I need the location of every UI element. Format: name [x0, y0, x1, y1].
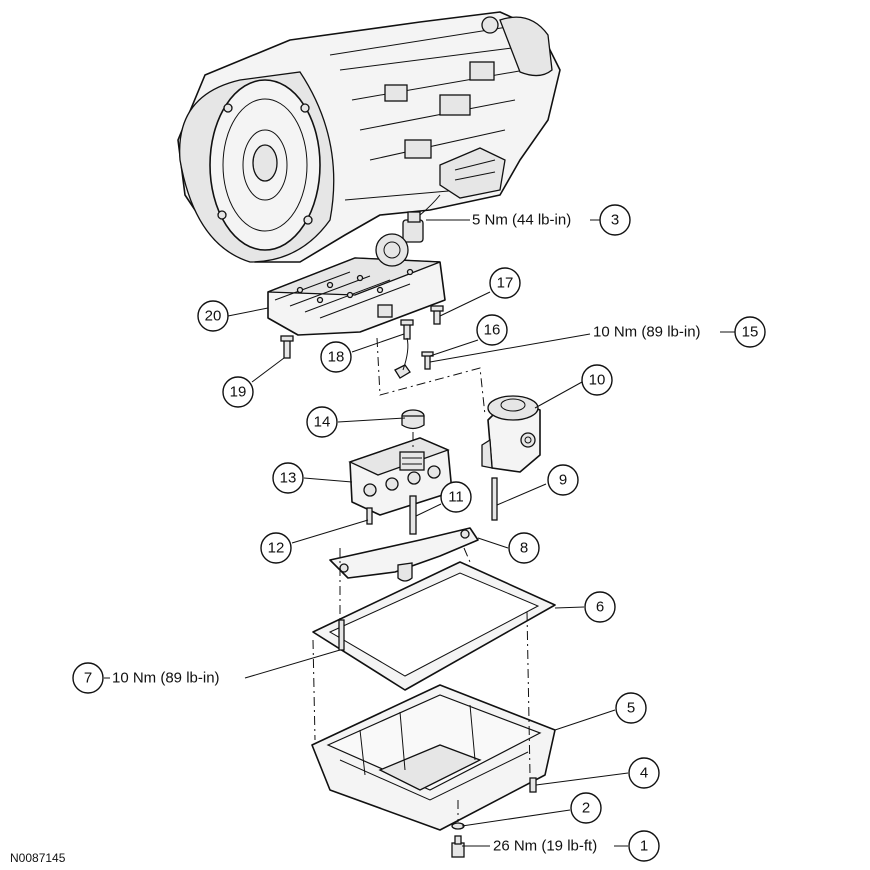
- solenoid-body-13: [348, 437, 453, 516]
- callout-number: 20: [205, 308, 222, 325]
- callout-18: 18: [320, 341, 352, 373]
- callout-number: 12: [268, 540, 285, 557]
- torque-spec-1: 26 Nm (19 lb-ft): [493, 838, 597, 855]
- callout-number: 17: [497, 275, 514, 292]
- callout-number: 10: [589, 372, 606, 389]
- bolt-16: [421, 351, 434, 370]
- torque-spec-15: 10 Nm (89 lb-in): [593, 324, 701, 341]
- callout-20: 20: [197, 300, 229, 332]
- callout-number: 11: [448, 489, 464, 506]
- filter-8: [329, 527, 479, 582]
- callout-number: 19: [230, 384, 247, 401]
- callout-17: 17: [489, 267, 521, 299]
- transmission-assembly: [177, 11, 561, 263]
- callout-1: 1: [628, 830, 660, 862]
- callout-number: 16: [484, 322, 501, 339]
- gasket-6: [312, 561, 556, 691]
- callout-16: 16: [476, 314, 508, 346]
- callout-6: 6: [584, 591, 616, 623]
- drain-plug-1: [451, 835, 465, 858]
- seal-14: [401, 409, 425, 430]
- callout-4: 4: [628, 757, 660, 789]
- torque-spec-3: 5 Nm (44 lb-in): [472, 212, 571, 229]
- connector-bracket: [394, 364, 411, 379]
- torque-spec-7: 10 Nm (89 lb-in): [112, 670, 220, 687]
- callout-15: 15: [734, 316, 766, 348]
- callout-19: 19: [222, 376, 254, 408]
- callout-number: 3: [611, 212, 619, 229]
- callout-number: 5: [627, 700, 635, 717]
- bolt-11: [409, 495, 417, 535]
- callout-number: 4: [640, 765, 648, 782]
- leader-lines: [104, 219, 735, 847]
- callout-number: 6: [596, 599, 604, 616]
- bolt-17: [430, 305, 444, 325]
- callout-8: 8: [508, 532, 540, 564]
- callout-5: 5: [615, 692, 647, 724]
- alignment-lines: [312, 337, 531, 822]
- callout-number: 8: [520, 540, 528, 557]
- bolt-18: [400, 319, 414, 340]
- callout-11: 11: [440, 481, 472, 513]
- callout-number: 13: [280, 470, 297, 487]
- bolt-7: [338, 619, 345, 651]
- callout-3: 3: [599, 204, 631, 236]
- bolt-9: [491, 477, 498, 521]
- callout-number: 18: [328, 349, 345, 366]
- callout-number: 7: [84, 670, 92, 687]
- sensor-3: [402, 194, 441, 243]
- callout-number: 15: [742, 324, 759, 341]
- main-control-valve-body: [267, 233, 446, 336]
- callout-13: 13: [272, 462, 304, 494]
- callout-10: 10: [581, 364, 613, 396]
- callout-7: 7: [72, 662, 104, 694]
- callout-9: 9: [547, 464, 579, 496]
- oil-pan-5: [311, 684, 556, 831]
- pump-assembly-10: [481, 395, 541, 473]
- callout-12: 12: [260, 532, 292, 564]
- callout-14: 14: [306, 406, 338, 438]
- callout-number: 9: [559, 472, 567, 489]
- callout-number: 2: [582, 800, 590, 817]
- callout-number: 14: [314, 414, 331, 431]
- callout-2: 2: [570, 792, 602, 824]
- callout-number: 1: [640, 838, 648, 855]
- bolt-19: [280, 335, 294, 359]
- figure-id: N0087145: [10, 851, 66, 865]
- bolt-12: [366, 507, 373, 525]
- bolt-4: [529, 777, 537, 793]
